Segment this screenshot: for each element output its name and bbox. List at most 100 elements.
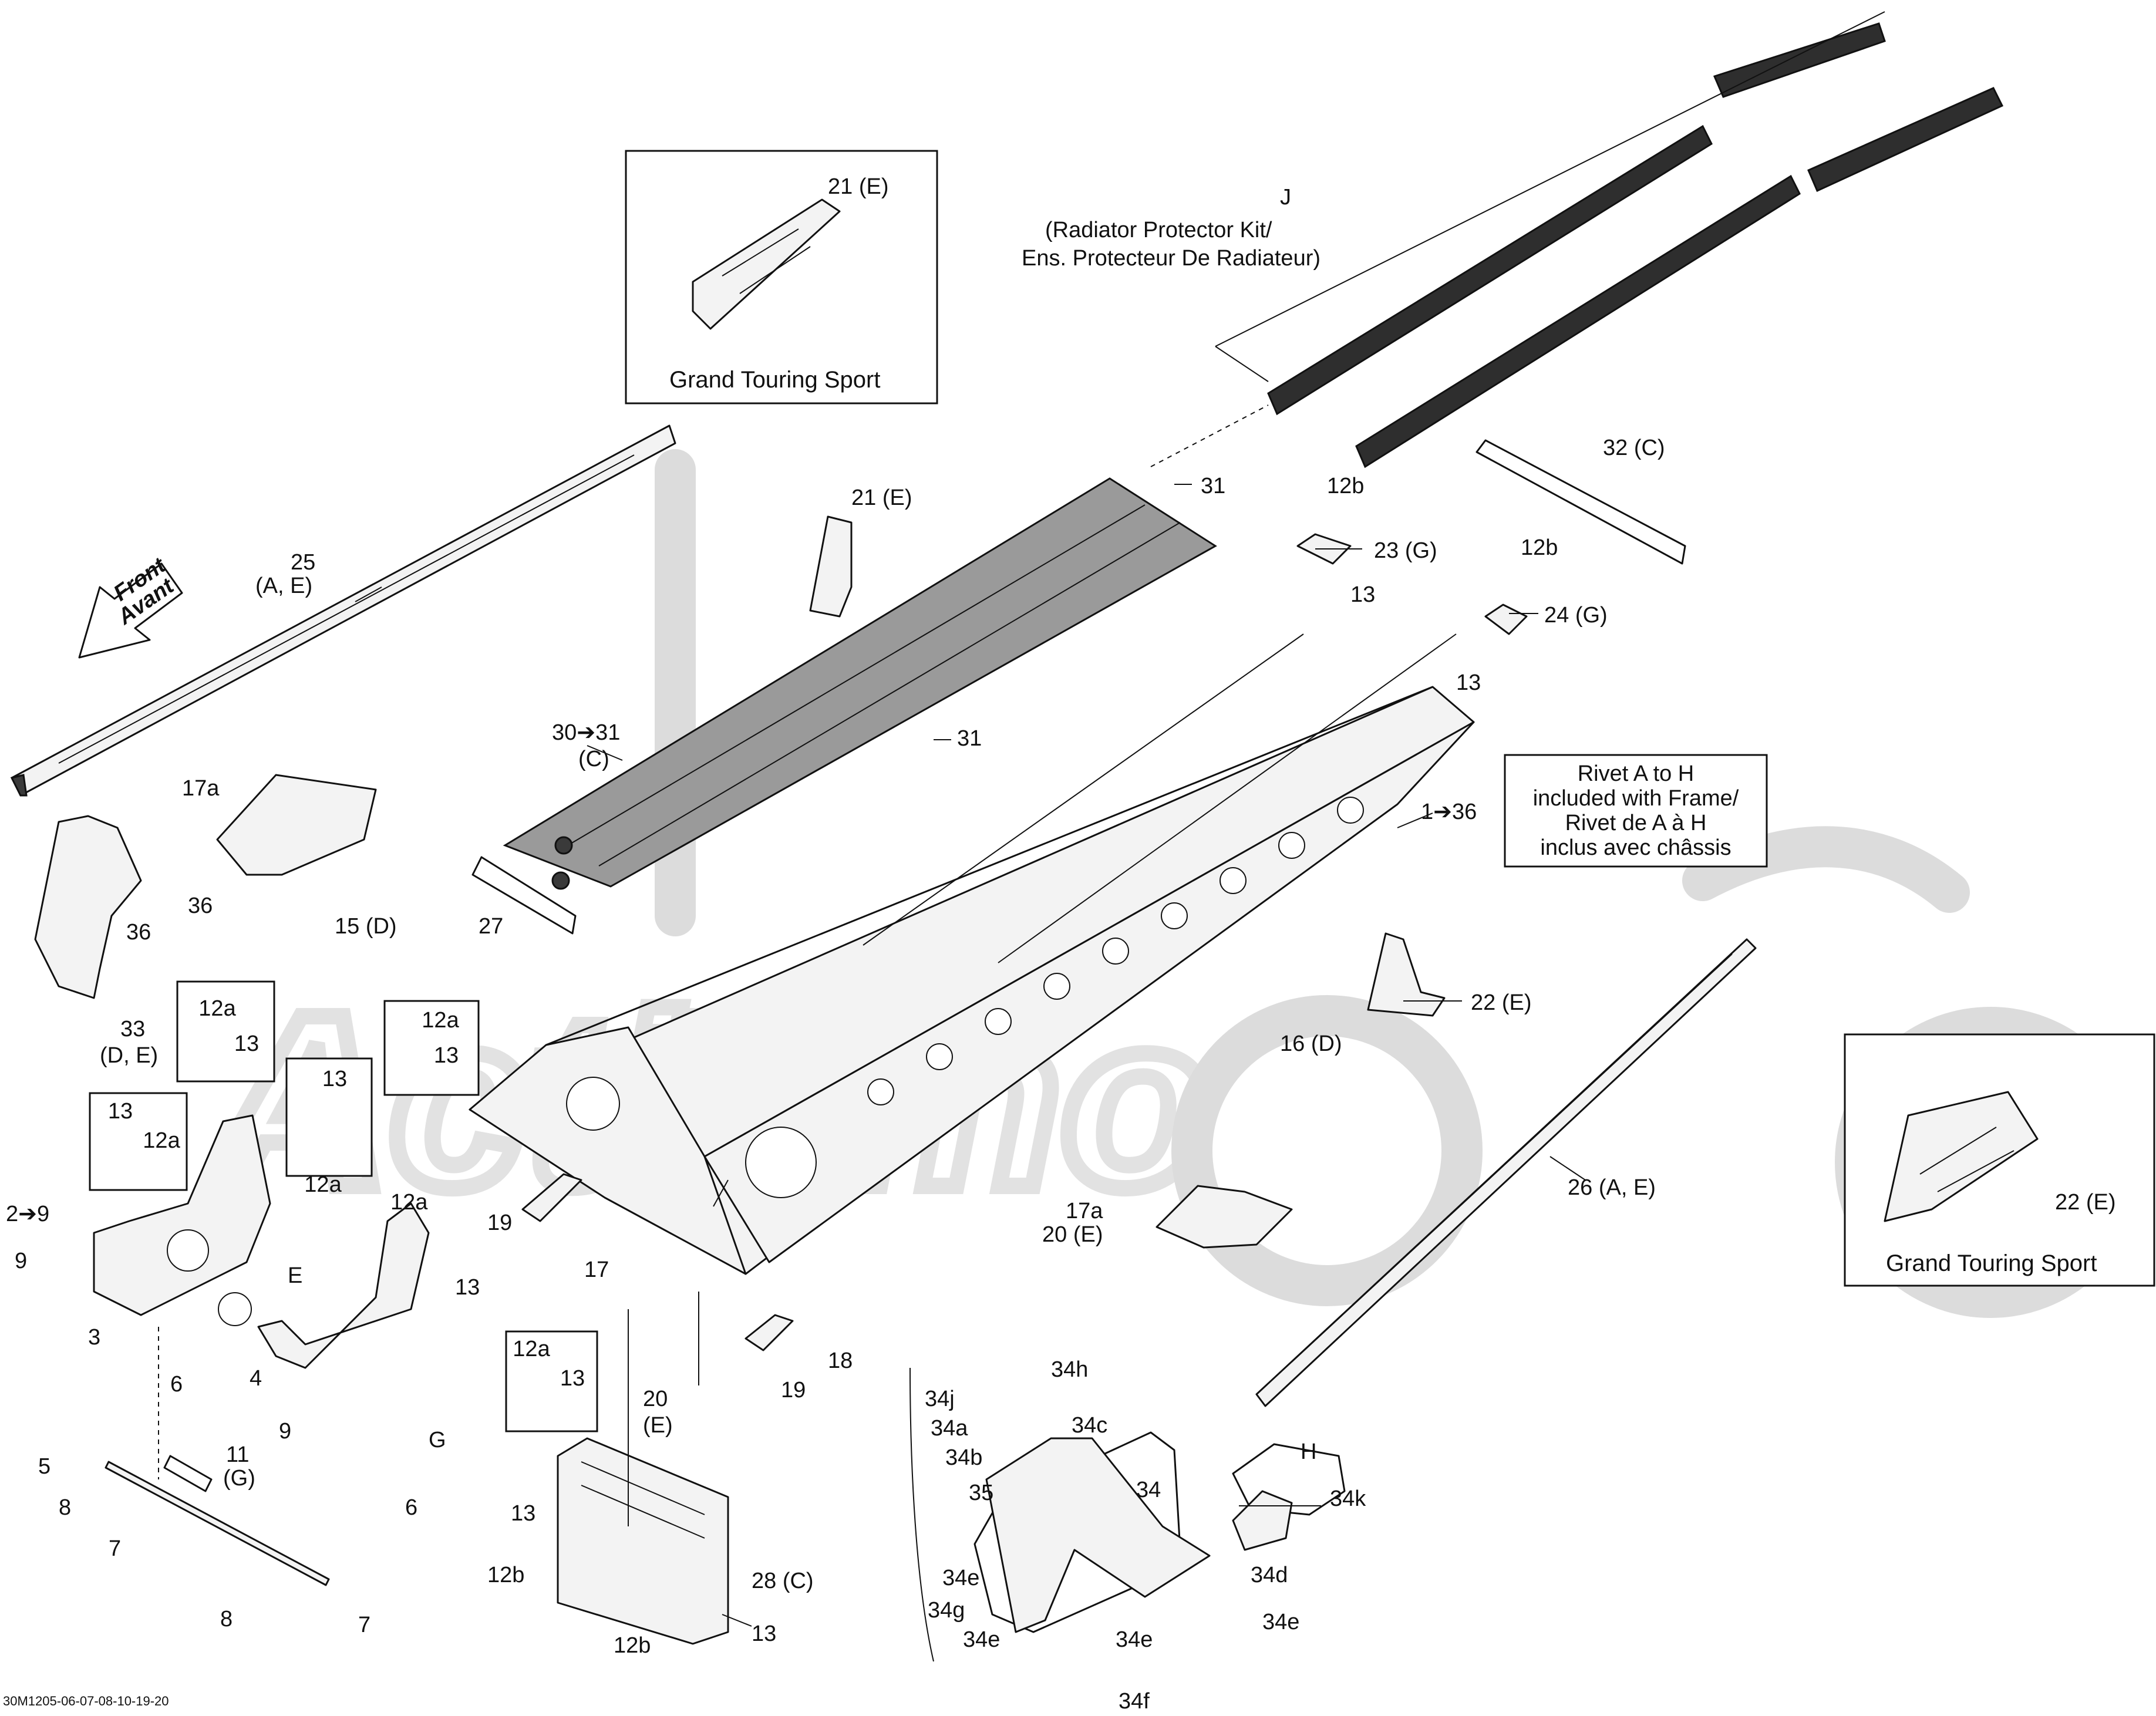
callout-34e-a: 34e <box>942 1566 979 1590</box>
rivet-note-line-4: inclus avec châssis <box>1540 835 1731 860</box>
callout-7b: 7 <box>358 1613 370 1637</box>
callout-13-e: 13 <box>752 1621 776 1646</box>
part-15-guard <box>216 774 377 876</box>
callout-13-d: 13 <box>511 1501 535 1526</box>
callout-34e-d: 34e <box>1262 1610 1299 1634</box>
radiator-kit-label-fr: Ens. Protecteur De Radiateur) <box>1022 246 1320 271</box>
callout-27: 27 <box>479 914 503 939</box>
svg-text:13: 13 <box>560 1366 585 1391</box>
callout-32: 32 (C) <box>1603 436 1665 460</box>
diagram-code: 30M1205-06-07-08-10-19-20 <box>3 1694 169 1708</box>
part-1-frame <box>469 633 1475 1275</box>
callout-34g: 34g <box>928 1598 965 1623</box>
callout-17a-b: 17a <box>1066 1199 1103 1223</box>
callout-25-sub: (A, E) <box>255 574 312 598</box>
callout-12a: 12a <box>390 1190 428 1215</box>
inset-title: Grand Touring Sport <box>669 367 880 393</box>
callout-9a: 9 <box>15 1249 27 1273</box>
part-28-radiator <box>557 1437 729 1645</box>
callout-34k: 34k <box>1330 1486 1366 1511</box>
callout-34c: 34c <box>1072 1413 1107 1438</box>
callout-34d: 34d <box>1251 1563 1288 1587</box>
svg-text:13: 13 <box>108 1099 133 1124</box>
callout-6a: 6 <box>170 1372 183 1397</box>
callout-30-sub: (C) <box>578 747 609 771</box>
part-25-runner <box>10 424 676 797</box>
callout-28: 28 (C) <box>752 1569 814 1593</box>
svg-text:12a: 12a <box>422 1008 459 1033</box>
inset-box-gts-21: 21 (E) Grand Touring Sport <box>625 150 938 404</box>
callout-34a: 34a <box>931 1416 968 1441</box>
rivet-note-line-3: Rivet de A à H <box>1565 811 1707 835</box>
part-17-plate <box>521 1173 582 1222</box>
callout-12b-d: 12b <box>614 1633 651 1658</box>
leader-lines <box>587 484 1538 1662</box>
callout-20b-e: (E) <box>643 1413 673 1438</box>
callout-34h: 34h <box>1051 1357 1088 1382</box>
callout-17a-a: 17a <box>182 776 220 801</box>
callout-35: 35 <box>969 1481 993 1505</box>
svg-text:12a: 12a <box>513 1337 550 1361</box>
small-box-1: 12a 13 <box>176 980 275 1083</box>
callout-34e-b: 34e <box>963 1627 1000 1652</box>
callout-26: 26 (A, E) <box>1568 1175 1656 1200</box>
callout-33-sub: (D, E) <box>100 1043 158 1068</box>
callout-12b-c: 12b <box>487 1563 524 1587</box>
callout-13-a: 13 <box>1350 582 1375 607</box>
part-33-guard <box>34 815 142 999</box>
callout-3: 3 <box>88 1325 100 1350</box>
callout-13-b: 13 <box>1456 670 1481 695</box>
part-34-bracket <box>985 1437 1211 1633</box>
front-arrow-icon: Front Avant <box>78 553 183 659</box>
part-2-front-bracket <box>93 1114 1346 1633</box>
callout-19b: 19 <box>781 1378 806 1403</box>
callout-36b: 36 <box>126 920 151 945</box>
radiator-protector-rails <box>1150 11 2004 468</box>
callout-16: 16 (D) <box>1280 1031 1342 1056</box>
svg-text:13: 13 <box>322 1067 347 1091</box>
callout-7a: 7 <box>109 1536 121 1561</box>
part-32-bracket <box>1475 439 1686 565</box>
callout-12b-b: 12b <box>1521 535 1558 560</box>
callout-18: 18 <box>828 1348 853 1373</box>
part-30-tunnel-panel <box>503 477 1217 890</box>
part-21-panel <box>809 515 853 618</box>
callout-34j: 34j <box>925 1387 955 1411</box>
callout-G: G <box>429 1428 446 1452</box>
callout-8a: 8 <box>59 1495 71 1520</box>
callout-25: 25 <box>291 550 315 575</box>
callout-36a: 36 <box>188 894 213 918</box>
callout-34b: 34b <box>945 1445 982 1470</box>
small-box-2: 12a 13 <box>383 1000 480 1096</box>
callout-2: 2➔9 <box>6 1202 49 1226</box>
callout-E: E <box>288 1263 302 1288</box>
callout-J: J <box>1280 185 1291 210</box>
callout-5: 5 <box>38 1454 50 1479</box>
inset-title: Grand Touring Sport <box>1886 1250 2097 1276</box>
inset-part-label: 22 (E) <box>2055 1190 2115 1215</box>
callout-11-g: (G) <box>223 1466 255 1491</box>
callout-34f: 34f <box>1119 1689 1150 1714</box>
svg-text:12a: 12a <box>304 1172 342 1197</box>
svg-text:13: 13 <box>234 1031 259 1056</box>
callout-labels: 1➔36 2➔9 3 4 5 6 6 7 7 8 8 9 9 11 (G) 12… <box>6 436 1665 1714</box>
callout-19a: 19 <box>487 1211 512 1235</box>
callout-1: 1➔36 <box>1421 800 1477 824</box>
callout-34e-c: 34e <box>1116 1627 1153 1652</box>
rivet-note-line-1: Rivet A to H <box>1578 761 1695 786</box>
callout-22: 22 (E) <box>1471 990 1531 1015</box>
callout-31b: 31 <box>957 726 982 751</box>
part-26-runner <box>1255 938 1757 1407</box>
svg-text:12a: 12a <box>198 996 236 1021</box>
radiator-kit-label-en: (Radiator Protector Kit/ <box>1045 218 1272 242</box>
callout-20a: 20 (E) <box>1042 1222 1103 1247</box>
callout-4: 4 <box>250 1366 262 1391</box>
callout-20b: 20 <box>643 1387 668 1411</box>
callout-33: 33 <box>120 1017 145 1041</box>
svg-text:13: 13 <box>434 1043 459 1068</box>
rivet-note-line-2: included with Frame/ <box>1533 786 1739 811</box>
callout-11: 11 <box>226 1442 249 1467</box>
inset-box-gts-22: 22 (E) Grand Touring Sport <box>1844 1033 2155 1287</box>
callout-6b: 6 <box>405 1495 417 1520</box>
callout-21: 21 (E) <box>851 486 912 510</box>
